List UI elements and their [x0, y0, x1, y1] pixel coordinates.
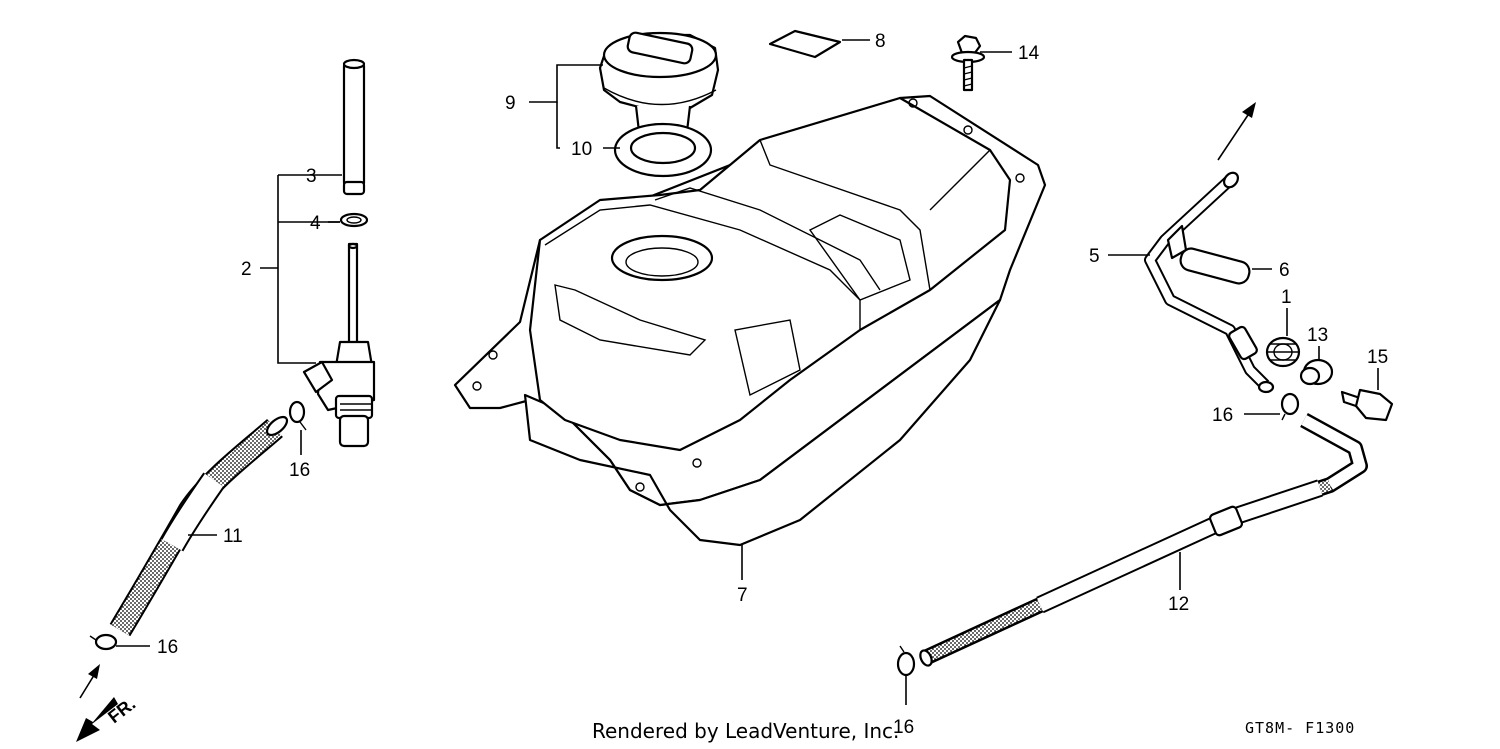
callout-1: 1	[1281, 287, 1292, 308]
hose-clip-lower	[89, 633, 118, 651]
fuel-strainer	[342, 58, 366, 196]
callout-8: 8	[875, 31, 886, 52]
callout-16-breather: 16	[1212, 405, 1233, 426]
callout-9: 9	[505, 93, 516, 114]
bolt-14	[950, 34, 986, 92]
breather-tube-5	[1144, 171, 1275, 394]
fuel-tank	[453, 94, 1047, 547]
callout-5: 5	[1089, 246, 1100, 267]
callout-3: 3	[306, 166, 317, 187]
callout-16-hose: 16	[157, 637, 178, 658]
render-credit: Rendered by LeadVenture, Inc.	[592, 719, 899, 743]
callout-7: 7	[737, 585, 748, 606]
callout-2: 2	[241, 259, 252, 280]
hose-clip-bottom	[896, 645, 916, 677]
overflow-tube-12	[919, 412, 1368, 667]
fuel-valve	[302, 242, 376, 448]
callout-12: 12	[1168, 594, 1189, 615]
leader-lines	[116, 39, 1379, 705]
collar-13	[1299, 358, 1334, 386]
callout-6: 6	[1279, 260, 1290, 281]
callout-15: 15	[1367, 347, 1388, 368]
callout-10: 10	[571, 139, 592, 160]
hose-clip-right	[1280, 392, 1300, 421]
hose-clip-upper	[288, 400, 307, 431]
rubber-pad	[768, 29, 842, 59]
front-direction-arrow	[76, 697, 118, 742]
callout-11: 11	[223, 526, 243, 547]
callout-16-valve: 16	[289, 460, 310, 481]
breather-cap-6	[1179, 247, 1251, 285]
front-direction-label: FR.	[104, 694, 139, 728]
bolt-15	[1340, 388, 1394, 422]
o-ring	[339, 212, 369, 228]
fuel-hose-11	[109, 415, 289, 637]
filler-cap	[598, 31, 720, 178]
hose-direction-arrow	[79, 664, 100, 699]
callout-4: 4	[310, 213, 321, 234]
breather-direction-arrow	[1217, 102, 1256, 161]
callout-14: 14	[1018, 43, 1040, 64]
grommet-1	[1265, 336, 1301, 368]
callout-16-tube: 16	[893, 717, 914, 738]
callout-13: 13	[1307, 325, 1328, 346]
diagram-code: GT8M- F1300	[1245, 719, 1355, 737]
